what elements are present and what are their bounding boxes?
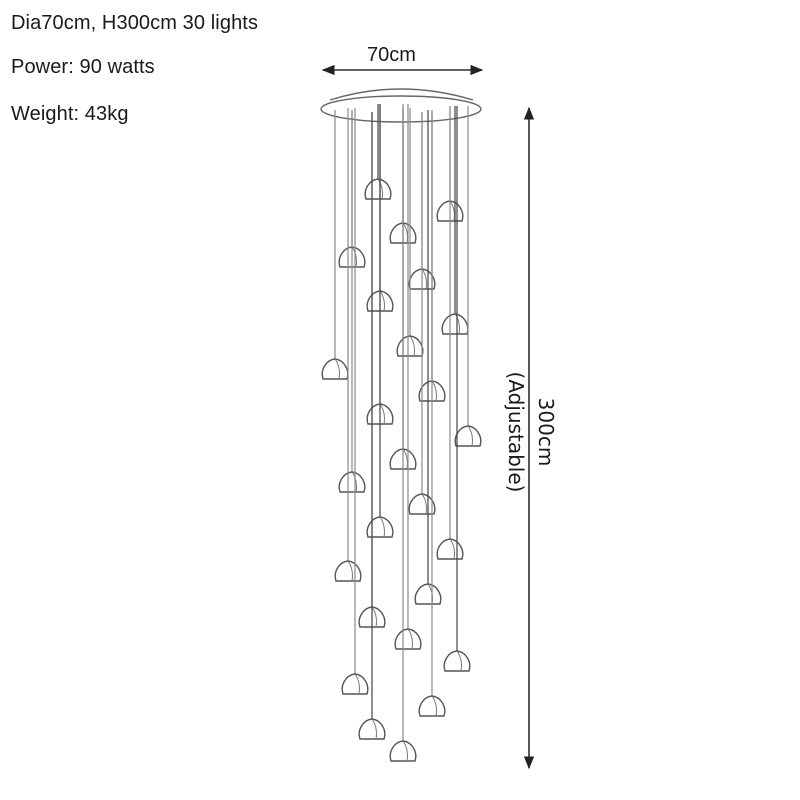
pendant-shade-icon bbox=[338, 471, 366, 493]
spec-dimensions-lights: Dia70cm, H300cm 30 lights bbox=[11, 12, 259, 34]
pendant-shade-icon bbox=[394, 628, 422, 650]
pendant-shade-icon bbox=[341, 673, 369, 695]
pendant-shade-icon bbox=[408, 493, 436, 515]
pendant-shade-icon bbox=[358, 718, 386, 740]
pendant-shade-icon bbox=[441, 313, 469, 335]
spec-power: Power: 90 watts bbox=[11, 56, 155, 78]
pendant-shade-icon bbox=[454, 425, 482, 447]
canopy bbox=[320, 88, 482, 123]
pendant-shade-icon bbox=[366, 516, 394, 538]
pendant-shade-icon bbox=[321, 358, 349, 380]
width-dimension-label: 70cm bbox=[367, 44, 416, 66]
pendant-shade-icon bbox=[396, 335, 424, 357]
pendant-shade-icon bbox=[414, 583, 442, 605]
pendant-shade-icon bbox=[436, 538, 464, 560]
pendant-shade-icon bbox=[364, 178, 392, 200]
pendant-shade-icon bbox=[443, 650, 471, 672]
pendant-shade-icon bbox=[389, 740, 417, 762]
spec-weight: Weight: 43kg bbox=[11, 103, 129, 125]
pendant-shade-icon bbox=[334, 560, 362, 582]
pendant-lights bbox=[321, 104, 482, 762]
pendant-shade-icon bbox=[418, 695, 446, 717]
